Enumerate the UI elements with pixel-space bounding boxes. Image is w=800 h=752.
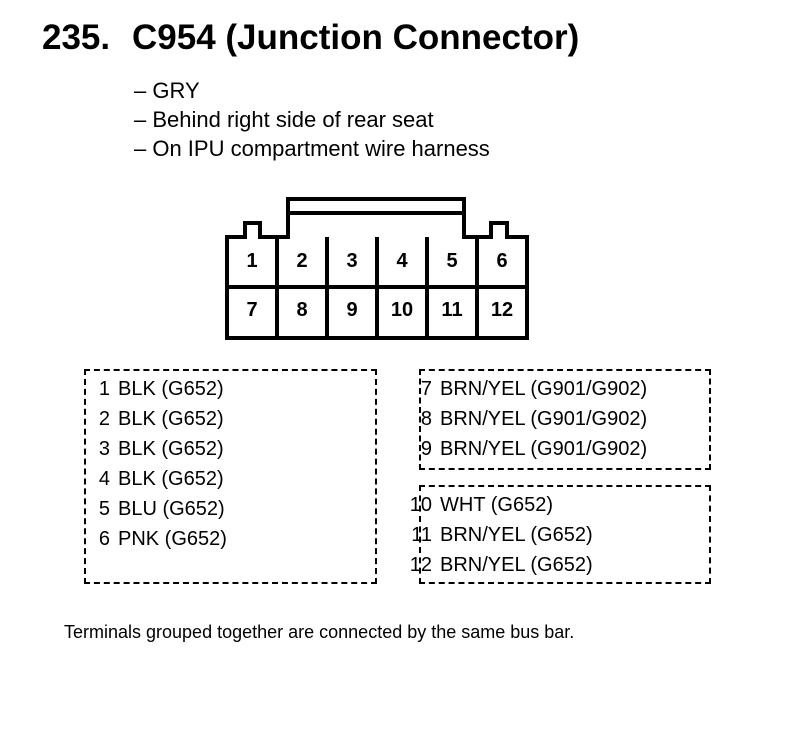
cavity-label: 6	[496, 250, 508, 272]
cavity-label: 8	[296, 299, 308, 321]
wire-color: PNK (G652)	[118, 528, 227, 550]
cavity-label: 4	[396, 250, 408, 272]
cavity-label: 11	[441, 299, 463, 321]
note-location: – Behind right side of rear seat	[134, 107, 434, 132]
terminal-row: 5 BLU (G652)	[86, 494, 227, 524]
bus-bar-group-1	[84, 369, 377, 584]
terminal-row: 9 BRN/YEL (G901/G902)	[408, 434, 647, 464]
cavity-label: 1	[246, 250, 258, 272]
connector-notes: – GRY – Behind right side of rear seat –…	[134, 76, 490, 163]
bus-bar-group-3	[419, 485, 711, 584]
wire-color: BRN/YEL (G901/G902)	[440, 378, 648, 400]
terminal-number: 4	[98, 468, 110, 490]
bus-bar-group-2	[419, 369, 711, 470]
cavity-label: 2	[296, 250, 308, 272]
page-title: 235. C954 (Junction Connector)	[42, 18, 579, 58]
terminal-row: 2 BLK (G652)	[86, 404, 227, 434]
terminal-number: 5	[98, 498, 110, 520]
connector-number: 235.	[42, 18, 111, 57]
wire-color: BLK (G652)	[118, 468, 224, 490]
terminal-row: 7 BRN/YEL (G901/G902)	[408, 374, 647, 404]
terminal-number: 12	[409, 554, 432, 576]
terminal-row: 10 WHT (G652)	[396, 490, 593, 520]
terminal-number: 10	[409, 494, 432, 516]
bus-bar-footnote: Terminals grouped together are connected…	[64, 622, 575, 642]
wire-color: BRN/YEL (G901/G902)	[440, 438, 648, 460]
wire-color: BLK (G652)	[118, 408, 224, 430]
terminal-number: 9	[420, 438, 432, 460]
terminal-row: 11 BRN/YEL (G652)	[396, 520, 593, 550]
wire-color: BLK (G652)	[118, 438, 224, 460]
cavity-label: 5	[446, 250, 458, 272]
wire-color: BRN/YEL (G652)	[440, 524, 593, 546]
wire-color: WHT (G652)	[440, 494, 553, 516]
terminal-row: 4 BLK (G652)	[86, 464, 227, 494]
terminal-number: 1	[98, 378, 110, 400]
terminal-row: 8 BRN/YEL (G901/G902)	[408, 404, 647, 434]
wire-color: BRN/YEL (G901/G902)	[440, 408, 648, 430]
terminal-row: 1 BLK (G652)	[86, 374, 227, 404]
terminal-number: 3	[98, 438, 110, 460]
note-color: – GRY	[134, 78, 200, 103]
terminal-number: 2	[98, 408, 110, 430]
wire-color: BRN/YEL (G652)	[440, 554, 593, 576]
terminal-number: 11	[411, 524, 432, 546]
cavity-label: 10	[390, 299, 414, 321]
note-harness: – On IPU compartment wire harness	[134, 136, 490, 161]
terminal-number: 8	[420, 408, 432, 430]
terminal-row: 3 BLK (G652)	[86, 434, 227, 464]
terminal-number: 6	[98, 528, 110, 550]
connector-housing	[225, 197, 529, 340]
terminal-number: 7	[420, 378, 432, 400]
wire-color: BLU (G652)	[118, 498, 225, 520]
connector-name: C954 (Junction Connector)	[132, 18, 580, 57]
cavity-label: 7	[246, 299, 258, 321]
wire-color: BLK (G652)	[118, 378, 224, 400]
terminal-row: 6 PNK (G652)	[86, 524, 227, 554]
cavity-label: 9	[346, 299, 358, 321]
cavity-label: 3	[346, 250, 358, 272]
cavity-label: 12	[490, 299, 514, 321]
terminal-row: 12 BRN/YEL (G652)	[396, 550, 593, 580]
